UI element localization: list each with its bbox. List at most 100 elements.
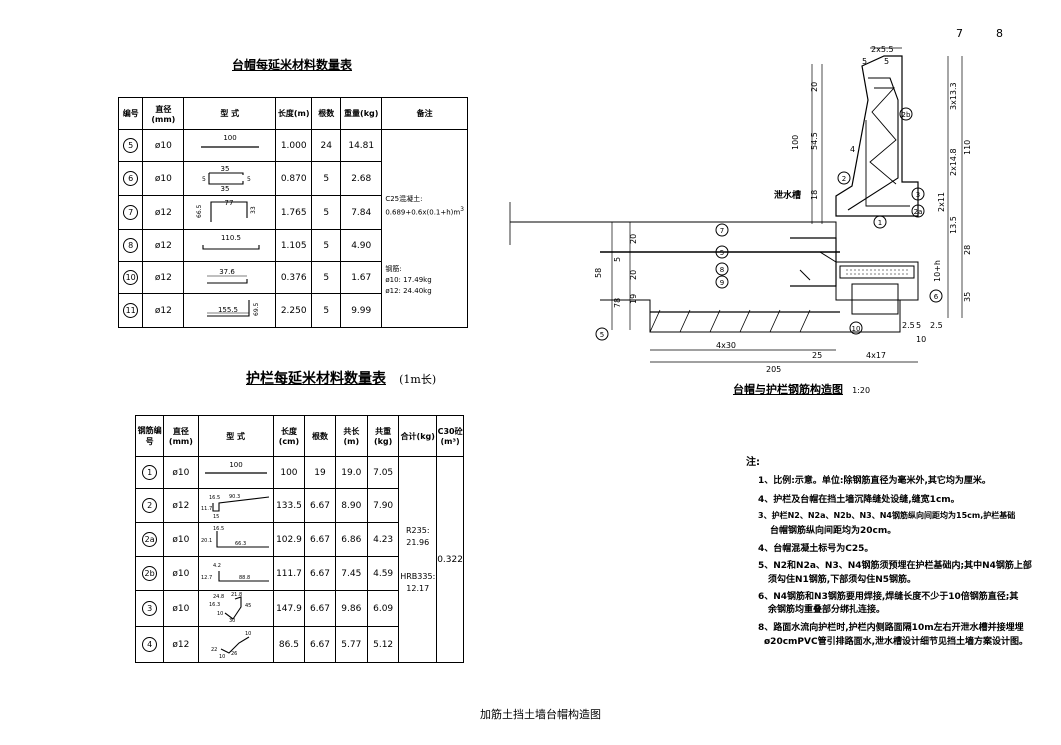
dim-label: 12.7: [201, 575, 212, 581]
dim-label: 77: [224, 199, 233, 207]
shape-cell: 16.5 90.3 11.7 15: [197, 488, 274, 523]
table-row: 5 ø10 100 1.000 24 14.81 C25混凝土: 0.689+0…: [117, 129, 468, 328]
dim-label: 5: [247, 176, 251, 183]
dim-label: 13.5: [949, 216, 958, 234]
count-cell: 5: [311, 261, 342, 294]
weight-cell: 1.67: [340, 261, 383, 294]
dim-label: 35: [963, 292, 972, 302]
shape-cell: 110.5: [183, 229, 277, 262]
weight-cell: 9.99: [340, 293, 383, 328]
remark-concrete-value: 0.689+0.6x(0.1+h)m: [385, 208, 461, 217]
dim-label: 4.2: [213, 563, 221, 569]
t2-header: 根数: [304, 415, 336, 457]
rebar-number: 1: [142, 465, 158, 480]
t1-header: 重量(kg): [340, 97, 383, 130]
note-line: 余钢筋均重叠部分绑扎连接。: [768, 605, 886, 615]
note-line: 3、护栏N2、N2a、N2b、N3、N4钢筋纵向间距均为15cm,护栏基础: [758, 511, 1016, 520]
note-line: 台帽钢筋纵向间距均为20cm。: [770, 526, 897, 536]
rebar-tag-2a: 2a: [914, 208, 923, 216]
rebar-tag-7: 7: [720, 227, 724, 235]
total-length-cell: 19.0: [334, 456, 368, 489]
rebar-number: 7: [123, 205, 139, 220]
dim-label: 100: [791, 135, 800, 150]
dim-label: 5: [862, 57, 867, 66]
dim-label: 5: [613, 257, 622, 262]
t2-header: 合计(kg): [398, 415, 438, 457]
dim-label: 155.5: [218, 306, 238, 314]
t1-header: 长度(m): [275, 97, 313, 130]
dim-label: 2.5: [902, 321, 915, 330]
diameter-cell: ø12: [142, 229, 185, 262]
shape-cell: 100: [183, 129, 277, 162]
dim-label: 10: [219, 654, 225, 659]
dim-label: 88.8: [239, 575, 250, 581]
t1-header: 直径(mm): [142, 97, 185, 130]
weight-cell: 7.84: [340, 195, 383, 230]
shape-cell: 37.6: [183, 261, 277, 294]
shape-cell: 16.5 20.1 66.3: [197, 522, 274, 557]
table1-steel-quantity: 编号 直径(mm) 型 式 长度(m) 根数 重量(kg) 备注 5 ø10 1…: [117, 97, 468, 328]
dim-label: 25: [812, 351, 822, 360]
count-cell: 6.67: [304, 488, 336, 523]
rebar-tag-1: 1: [878, 219, 882, 227]
weight-cell: 4.59: [366, 556, 400, 591]
t2-header: 共长(m): [334, 415, 368, 457]
length-cell: 100: [272, 456, 306, 489]
dim-label: 45: [245, 603, 251, 609]
remark-steel-label: 钢筋:: [385, 265, 402, 274]
shape-cell: 77 66.5 33: [183, 195, 277, 230]
note-line: ø20cmPVC管引排路面水,泄水槽设计细节见挡土墙方案设计图。: [764, 637, 1029, 647]
count-cell: 5: [311, 195, 342, 230]
weight-cell: 7.05: [366, 456, 400, 489]
dim-label: 5: [916, 321, 921, 330]
dim-label: 4x30: [716, 341, 736, 350]
count-cell: 6.67: [304, 556, 336, 591]
note-line: 4、护栏及台帽在挡土墙沉降缝处设缝,缝宽1cm。: [758, 495, 960, 505]
dim-label: 10: [916, 335, 926, 344]
dim-label: 66.5: [196, 204, 203, 218]
sum-cell: R235: 21.96 HRB335: 12.17: [398, 456, 438, 663]
length-cell: 2.250: [275, 293, 313, 328]
remark-concrete-label: C25混凝土:: [385, 195, 423, 203]
length-cell: 133.5: [272, 488, 306, 523]
rebar-tag-6: 6: [934, 293, 939, 301]
note-line: 5、N2和N2a、N3、N4钢筋须预埋在护栏基础内;其中N4钢筋上部: [758, 561, 1032, 571]
t1-header: 型 式: [183, 97, 277, 130]
rebar-number: 10: [123, 270, 139, 285]
rebar-tag-2: 2: [842, 175, 846, 183]
length-cell: 102.9: [272, 522, 306, 557]
diameter-cell: ø10: [142, 129, 185, 162]
count-cell: 5: [311, 229, 342, 262]
rebar-tag-9: 9: [720, 279, 724, 287]
dim-label: 22: [211, 647, 217, 653]
dim-label: 33: [250, 206, 257, 214]
table-row: 1 ø10 100 100 19 19.0 7.05 R235: 21.96 H…: [134, 456, 464, 663]
t2-header: 型 式: [197, 415, 274, 457]
rebar-tag-8: 8: [720, 266, 724, 274]
length-cell: 111.7: [272, 556, 306, 591]
dim-label: 54.5: [810, 132, 819, 150]
shape-cell: 100: [197, 456, 274, 489]
diameter-cell: ø12: [142, 261, 185, 294]
diameter-cell: ø12: [163, 626, 199, 663]
dim-label: 16.3: [209, 602, 220, 608]
dim-label: 26: [231, 651, 237, 657]
note-line: 8、路面水流向护栏时,护栏内侧路面隔10m左右开泄水槽并接埋埋: [758, 623, 1024, 633]
dim-label: 5: [202, 176, 206, 183]
length-cell: 0.870: [275, 161, 313, 196]
drain-slot-label: 泄水槽: [774, 189, 801, 201]
table2-guardrail-quantity: 钢筋编号 直径(mm) 型 式 长度(cm) 根数 共长(m) 共重(kg) 合…: [134, 415, 464, 663]
table-row: 6 ø10 35 35 5 5 0.870 5 2.68: [117, 161, 468, 196]
note-line: 1、比例:示意。单位:除钢筋直径为毫米外,其它均为厘米。: [758, 476, 991, 486]
remark-cell: C25混凝土: 0.689+0.6x(0.1+h)m3 钢筋: ø10: 17.…: [381, 129, 468, 328]
rebar-number: 2a: [142, 532, 158, 547]
dim-label: 11.7: [201, 506, 212, 512]
dim-label: 10: [245, 631, 251, 637]
dim-label: 19: [629, 294, 638, 304]
shape-cell: 4.2 12.7 88.8: [197, 556, 274, 591]
rebar-tag-10: 10: [852, 325, 861, 333]
dim-label: 30: [229, 618, 235, 623]
dim-label: 18: [810, 190, 819, 200]
length-cell: 0.376: [275, 261, 313, 294]
dim-label: 2x14.8: [949, 148, 958, 176]
